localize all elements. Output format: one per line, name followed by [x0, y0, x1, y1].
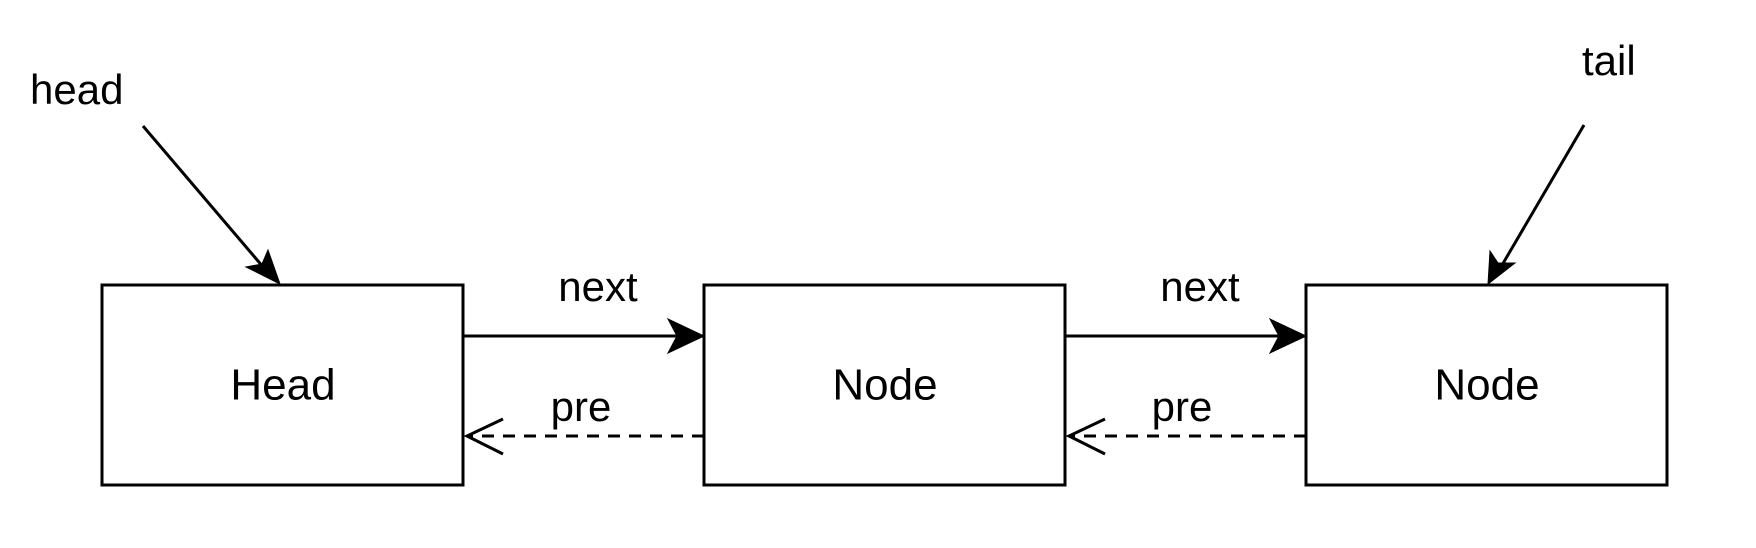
next-edge-label-2: next — [1160, 263, 1240, 310]
pre-edge-label-2: pre — [1152, 383, 1213, 430]
node-box-tail: Node — [1304, 283, 1669, 487]
node-box-middle: Node — [702, 283, 1067, 487]
node-label-middle: Node — [832, 361, 937, 410]
next-edge-label-1: next — [558, 263, 638, 310]
next-edge-1 — [463, 317, 706, 355]
node-label-head: Head — [230, 361, 335, 410]
head-pointer-label: head — [30, 66, 123, 113]
tail-pointer-label: tail — [1582, 37, 1636, 84]
next-edge-2 — [1065, 317, 1308, 355]
tail-pointer-arrow — [1487, 124, 1586, 286]
node-box-head: Head — [100, 283, 465, 487]
head-pointer-arrow — [141, 125, 281, 286]
pre-edge-label-1: pre — [551, 383, 612, 430]
pre-edge-2 — [1065, 417, 1306, 456]
node-label-tail: Node — [1434, 361, 1539, 410]
pre-edge-1 — [463, 417, 704, 456]
